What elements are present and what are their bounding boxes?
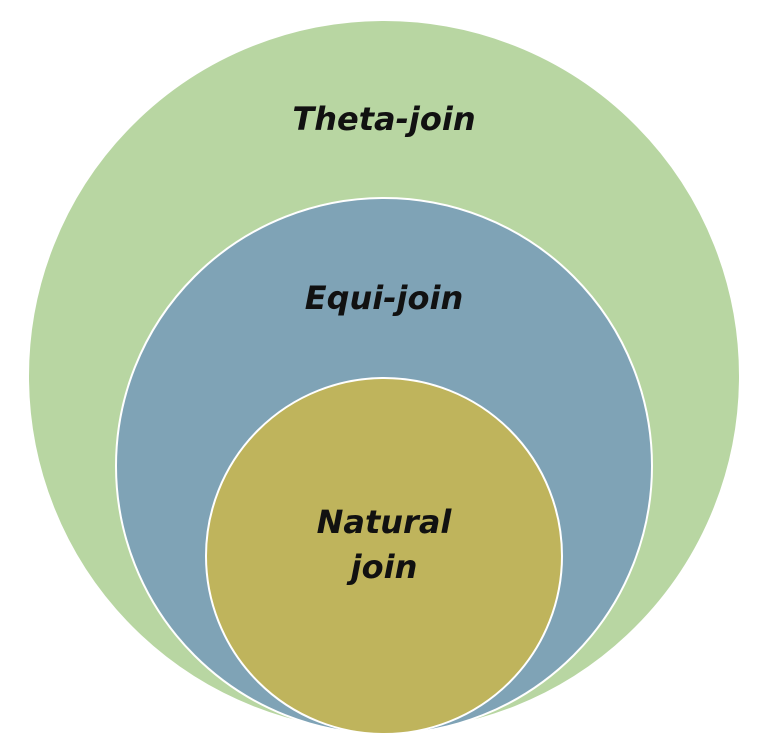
natural-join-label-line1: Natural [316,503,452,541]
natural-join-label-line2: join [350,547,418,586]
equi-join-label: Equi-join [304,279,464,317]
natural-join-circle [205,377,563,735]
natural-join-label: Natural join [264,500,504,590]
theta-join-label: Theta-join [292,100,476,138]
